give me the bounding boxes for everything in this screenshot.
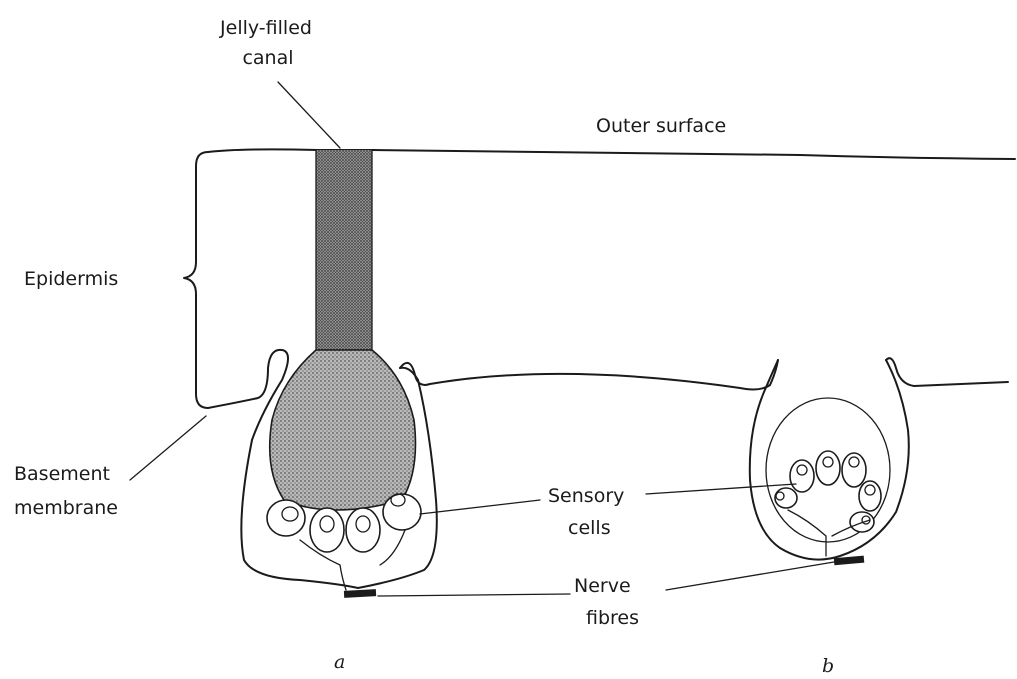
sensory-leader-a [420, 500, 540, 514]
nerve-leader-a [378, 594, 570, 596]
basement-membrane-right [886, 358, 1008, 386]
basement-leader [130, 416, 206, 480]
organ-a-nerve-fibre [344, 589, 376, 598]
organ-b-sensory-cells [775, 451, 881, 556]
basement-label-line2: membrane [14, 497, 118, 519]
sensory-cells-label-line2: cells [568, 517, 611, 539]
nerve-leader-b [666, 562, 834, 590]
jelly-canal-label-line1: Jelly-filled [219, 17, 312, 39]
jelly-canal-neck [316, 150, 372, 350]
nerve-fibres-label-line1: Nerve [574, 575, 631, 597]
jelly-ampulla [270, 350, 416, 510]
jelly-canal-leader [278, 82, 340, 148]
epidermis-brace [184, 152, 208, 408]
nerve-fibres-label-line2: fibres [586, 607, 639, 629]
epidermis-label: Epidermis [24, 268, 118, 290]
basement-label-line1: Basement [14, 463, 110, 485]
panel-a-label: a [334, 651, 345, 673]
basement-membrane-middle [400, 360, 778, 389]
jelly-canal-label-line2: canal [242, 47, 293, 69]
sensory-leader-b [646, 484, 796, 494]
panel-b-label: b [822, 655, 834, 677]
sensory-cells-label-line1: Sensory [548, 485, 624, 507]
outer-surface-label: Outer surface [596, 115, 726, 137]
